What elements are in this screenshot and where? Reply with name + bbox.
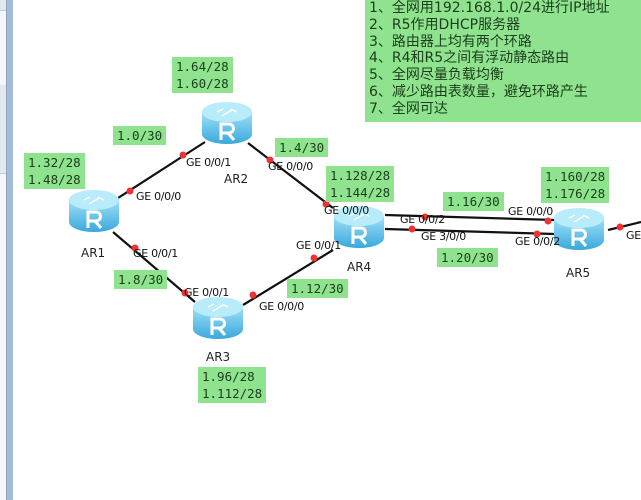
port-label: GE 0/0/0: [136, 190, 181, 203]
router-ar1-icon[interactable]: [67, 188, 121, 234]
router-ar2-icon[interactable]: [200, 100, 254, 146]
port-label: GE 0/0/1: [184, 286, 229, 299]
port-label: GE 0/0/0: [324, 204, 369, 217]
router-ar5-icon[interactable]: [552, 206, 606, 252]
port-dot[interactable]: [310, 254, 318, 262]
link-ar1-ar2-subnet: 1.0/30: [113, 126, 167, 145]
link-ar3-ar4[interactable]: [242, 249, 334, 306]
port-dot[interactable]: [322, 200, 330, 208]
link-ar4-ar5-b-subnet: 1.20/30: [437, 248, 498, 267]
port-label: GE 0/0/0: [508, 205, 553, 218]
ar4-networks-note: 1.128/28 1.144/28: [326, 166, 395, 202]
port-label: GE 3/0/0: [421, 230, 466, 243]
router-ar4-label: AR4: [347, 260, 372, 274]
port-label: GE 0/0/1: [296, 239, 341, 252]
port-label: GE 0/0/0: [268, 160, 313, 173]
port-label: GE 0/0/1: [186, 156, 231, 169]
link-ar4-ar5-a-subnet: 1.16/30: [443, 192, 504, 211]
port-dot[interactable]: [266, 156, 274, 164]
port-dot[interactable]: [408, 225, 416, 233]
router-ar1-label: AR1: [81, 246, 106, 260]
port-dot[interactable]: [249, 291, 257, 299]
router-ar2-label: AR2: [224, 172, 249, 186]
requirement-item: 5、全网尽量负载均衡: [369, 67, 504, 84]
link-ar2-ar4-subnet: 1.4/30: [275, 138, 329, 157]
link-ar5-right[interactable]: [607, 220, 641, 232]
requirement-item: 4、R4和R5之间有浮动静态路由: [369, 50, 570, 67]
port-label: GE 0/0/2: [400, 213, 445, 226]
ar2-networks-note: 1.64/28 1.60/28: [172, 57, 233, 93]
port-dot[interactable]: [421, 213, 429, 221]
port-dot[interactable]: [544, 217, 552, 225]
requirement-item: 1、全网用192.168.1.0/24进行IP地址: [369, 0, 610, 16]
router-ar3-icon[interactable]: [191, 295, 245, 341]
port-label: GE: [626, 229, 641, 242]
port-dot[interactable]: [179, 151, 187, 159]
port-label: GE 0/0/2: [515, 235, 560, 248]
port-label: GE 0/0/1: [133, 247, 178, 260]
router-ar3-label: AR3: [206, 350, 231, 364]
router-ar5-label: AR5: [566, 266, 591, 280]
port-dot[interactable]: [533, 230, 541, 238]
requirement-item: 2、R5作用DHCP服务器: [369, 16, 521, 33]
link-ar1-ar3-subnet: 1.8/30: [114, 270, 168, 289]
port-dot[interactable]: [181, 289, 189, 297]
left-panel-edge: [0, 0, 6, 500]
requirement-item: 3、路由器上均有两个环路: [369, 33, 532, 50]
port-dot[interactable]: [616, 223, 624, 231]
port-label: GE 0/0/0: [259, 300, 304, 313]
requirement-item: 6、减少路由表数量，避免环路产生: [369, 83, 588, 100]
port-dot[interactable]: [126, 187, 134, 195]
link-ar3-ar4-subnet: 1.12/30: [287, 279, 348, 298]
ar5-networks-note: 1.160/28 1.176/28: [541, 167, 610, 203]
port-dot[interactable]: [131, 244, 139, 252]
requirements-note: 1、全网用192.168.1.0/24进行IP地址 2、R5作用DHCP服务器 …: [365, 0, 641, 122]
link-ar1-ar3[interactable]: [112, 231, 196, 303]
ar3-networks-note: 1.96/28 1.112/28: [198, 367, 267, 403]
link-ar2-ar4[interactable]: [247, 142, 334, 209]
link-ar4-ar5-a[interactable]: [384, 213, 556, 222]
panel-splitter[interactable]: [6, 0, 13, 500]
requirement-item: 7、全网可达: [369, 100, 448, 117]
ar1-networks-note: 1.32/28 1.48/28: [24, 153, 85, 189]
